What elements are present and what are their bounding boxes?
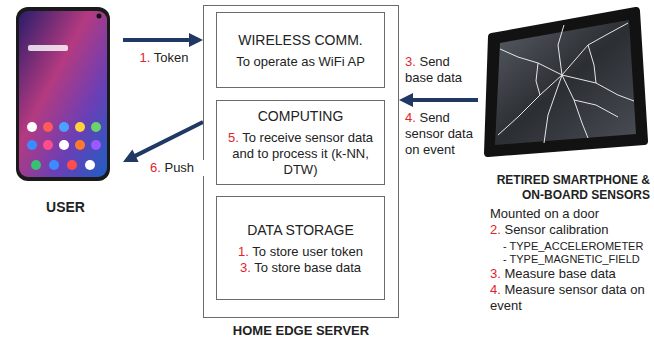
component-box: WIRELESS COMM. To operate as WiFi AP: [216, 12, 385, 88]
box-heading: WIRELESS COMM.: [225, 31, 376, 49]
phone-widget: [28, 45, 68, 51]
component-box: COMPUTING 5. To receive sensor data and t…: [216, 100, 385, 185]
edge-note: 4. Send sensor data on event: [405, 110, 477, 158]
arrow-shaft: [134, 122, 203, 157]
arrow-shaft: [411, 98, 478, 102]
retired-tablet-illustration: [478, 5, 650, 157]
step-number: 1.: [238, 244, 249, 259]
user-phone-illustration: [8, 5, 123, 187]
phone-body: [16, 7, 110, 181]
tablet-screen: [495, 20, 636, 145]
box-body: To operate as WiFi AP: [225, 54, 376, 70]
device-heading: RETIRED SMARTPHONE & ON-BOARD SENSORS: [478, 173, 650, 203]
step-number: 4.: [405, 110, 416, 125]
step-number: 3.: [240, 260, 251, 275]
edge-label: 6. Push: [150, 160, 205, 176]
sensor-note: 4. Measure sensor data on event: [490, 282, 650, 314]
sensor-type: - TYPE_ACCELEROMETER: [503, 239, 651, 253]
user-device: USER: [8, 5, 123, 215]
phone-screen: [19, 11, 107, 177]
phone-app-icons: [27, 122, 101, 170]
edge-server: HOME EDGE SERVER WIRELESS COMM. To operate…: [203, 5, 399, 341]
arrow-connector: [123, 33, 203, 47]
box-body: 1. To store user token: [225, 244, 376, 260]
box-heading: DATA STORAGE: [225, 221, 376, 239]
phone-camera: [97, 14, 102, 19]
step-number: 5.: [228, 130, 239, 145]
box-body: 5. To receive sensor data and to process…: [225, 130, 376, 178]
device-heading: HOME EDGE SERVER: [203, 323, 399, 339]
arrow-head: [123, 149, 139, 162]
step-number: 1.: [140, 50, 151, 65]
arrow-head: [399, 93, 413, 107]
sensor-note: Mounted on a door: [490, 206, 650, 222]
edge-label: 1. Token: [128, 50, 200, 66]
tablet-body: [488, 11, 644, 153]
arrow-connector: [123, 122, 203, 162]
step-number: 2.: [490, 222, 501, 237]
step-text: Measure base data: [501, 266, 616, 281]
step-text: Sensor calibration: [501, 222, 609, 237]
step-number: 4.: [490, 282, 501, 297]
step-number: 6.: [150, 160, 161, 175]
step-text: Token: [150, 50, 188, 65]
component-box: DATA STORAGE 1. To store user token3. To …: [216, 196, 385, 300]
arrow-shaft: [123, 38, 191, 42]
step-text: To store base data: [251, 260, 361, 275]
step-number: 3.: [405, 54, 416, 69]
sensor-device: RETIRED SMARTPHONE & ON-BOARD SENSORS: [478, 5, 650, 203]
step-text: Measure sensor data on event: [490, 282, 645, 313]
arrow-connector: [399, 93, 478, 107]
step-text: Push: [161, 160, 194, 175]
arrow-head: [189, 33, 203, 47]
box-body: 3. To store base data: [225, 260, 376, 276]
step-number: 3.: [490, 266, 501, 281]
edge-label: 3. Send base data: [405, 54, 477, 86]
step-text: To receive sensor data and to process it…: [232, 130, 373, 177]
sensor-note: 2. Sensor calibration: [490, 222, 650, 238]
step-text: Send sensor data on event: [405, 110, 473, 157]
device-heading: USER: [8, 200, 123, 215]
screen-cracks: [498, 23, 634, 143]
box-heading: COMPUTING: [225, 107, 376, 125]
sensor-note: 3. Measure base data: [490, 266, 650, 282]
sensor-type: - TYPE_MAGNETIC_FIELD: [503, 252, 651, 266]
step-text: To store user token: [249, 244, 363, 259]
